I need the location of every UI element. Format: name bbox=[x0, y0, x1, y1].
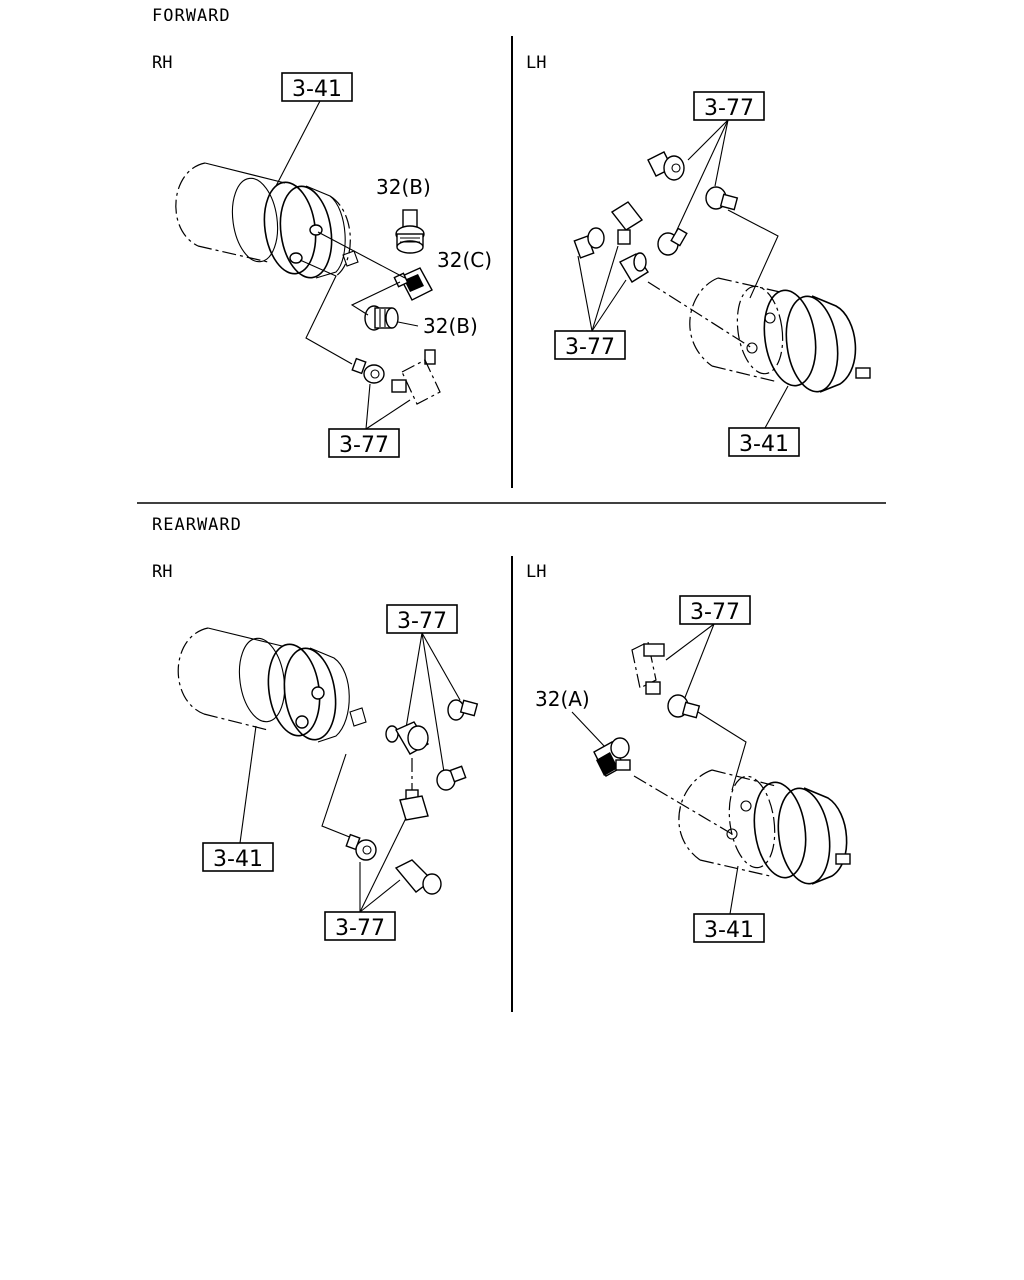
forward-rh-label: RH bbox=[152, 53, 172, 73]
rearward-lh-fittings-callout-box bbox=[679, 595, 751, 625]
rearward-rh-cylinder bbox=[177, 627, 367, 743]
forward-lh-cylinder-callout-box bbox=[728, 427, 800, 457]
forward-rh-connector-c-callout: 32(C) bbox=[437, 248, 492, 272]
forward-rh-fittings-callout-box bbox=[328, 428, 400, 458]
rearward-rh-label: RH bbox=[152, 562, 172, 582]
forward-lh-fittings-left-callout: 3-77 bbox=[565, 335, 615, 360]
forward-rh-connector-b-top-callout: 32(B) bbox=[376, 175, 431, 199]
forward-rh-connector-c bbox=[393, 267, 433, 301]
rearward-rh-cylinder-callout-box bbox=[202, 842, 274, 872]
forward-lh-fitting-d bbox=[573, 227, 605, 259]
forward-lh-fitting-elbow bbox=[619, 252, 649, 283]
forward-lh-cylinder-callout: 3-41 bbox=[739, 432, 789, 457]
forward-rh-fitting-tee bbox=[391, 349, 441, 405]
forward-rh-fittings-callout: 3-77 bbox=[339, 433, 389, 458]
forward-lh-cylinder bbox=[689, 277, 871, 393]
rearward-lh-fittings-callout: 3-77 bbox=[690, 600, 740, 625]
forward-rh-cylinder-callout-box bbox=[281, 72, 353, 102]
rearward-lh-connector-a-callout: 32(A) bbox=[535, 687, 590, 711]
forward-lh-label: LH bbox=[526, 53, 546, 73]
rearward-lh-connector-a bbox=[593, 737, 631, 777]
rearward-rh-fittings-top-callout: 3-77 bbox=[397, 609, 447, 634]
forward-lh-panel: LH 3-77 bbox=[526, 53, 871, 457]
forward-lh-fitting-c bbox=[657, 227, 688, 256]
forward-title: FORWARD bbox=[152, 6, 231, 26]
forward-lh-fitting-tee bbox=[610, 201, 644, 245]
rearward-rh-fitting-d bbox=[394, 859, 442, 895]
forward-rh-connector-b-top bbox=[395, 209, 425, 254]
rearward-rh-fittings-top-callout-box bbox=[386, 604, 458, 634]
rearward-rh-fitting-elbow bbox=[385, 721, 429, 755]
rearward-lh-fitting-tee bbox=[631, 641, 665, 695]
forward-rh-connector-b-bottom-callout: 32(B) bbox=[423, 314, 478, 338]
rearward-lh-cylinder-callout-box bbox=[693, 913, 765, 943]
forward-lh-fitting-b bbox=[705, 186, 739, 211]
rearward-lh-panel: LH 3-77 32(A) bbox=[526, 562, 851, 943]
rearward-rh-cylinder-callout: 3-41 bbox=[213, 847, 263, 872]
forward-rh-fitting-straight bbox=[351, 357, 385, 384]
rearward-rh-fittings-bottom-callout-box bbox=[324, 911, 396, 941]
rearward-lh-cylinder-callout: 3-41 bbox=[704, 918, 754, 943]
rearward-title: REARWARD bbox=[152, 515, 242, 535]
forward-lh-fitting-a bbox=[647, 151, 685, 181]
forward-rh-panel: RH 3-41 32(B) 3 bbox=[152, 53, 492, 458]
rearward-lh-cylinder bbox=[678, 769, 851, 885]
rearward-rh-fitting-tee bbox=[399, 789, 429, 821]
rearward-rh-fittings-bottom-callout: 3-77 bbox=[335, 916, 385, 941]
forward-lh-fittings-left-callout-box bbox=[554, 330, 626, 360]
rearward-lh-label: LH bbox=[526, 562, 546, 582]
rearward-lh-fitting-a bbox=[667, 694, 701, 719]
forward-rh-cylinder bbox=[175, 162, 359, 279]
rearward-rh-fitting-b bbox=[436, 765, 467, 791]
rearward-rh-fitting-a bbox=[447, 699, 479, 721]
rearward-rh-fitting-c bbox=[345, 833, 377, 861]
forward-rh-connector-b-bottom bbox=[364, 305, 419, 331]
forward-lh-fittings-top-callout: 3-77 bbox=[704, 96, 754, 121]
forward-rh-cylinder-callout: 3-41 bbox=[292, 77, 342, 102]
rearward-rh-panel: RH 3-77 bbox=[152, 562, 479, 941]
forward-lh-fittings-top-callout-box bbox=[693, 91, 765, 121]
